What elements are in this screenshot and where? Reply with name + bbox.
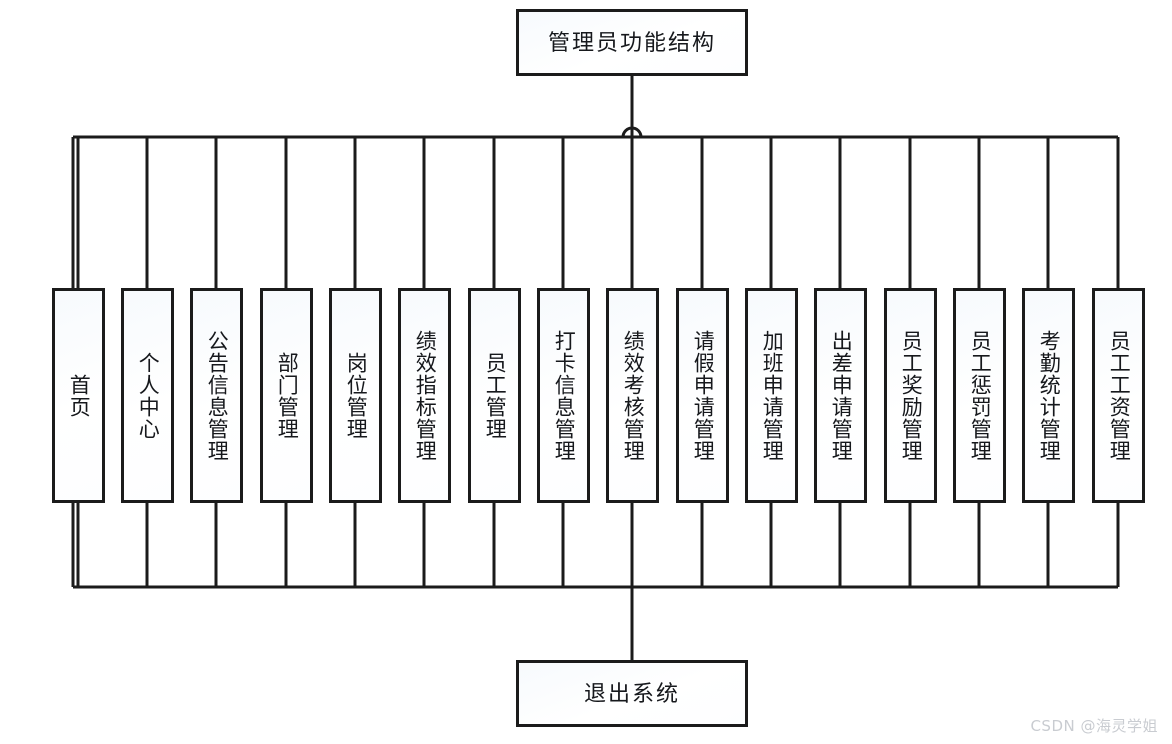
node-leaf-4-label: 岗位管理 bbox=[344, 351, 369, 440]
node-leaf-6-label: 员工管理 bbox=[483, 351, 508, 440]
node-leaf-8-label: 绩效考核管理 bbox=[621, 329, 646, 462]
node-leaf-0[interactable]: 首页 bbox=[52, 288, 105, 503]
node-leaf-14[interactable]: 考勤统计管理 bbox=[1022, 288, 1075, 503]
node-leaf-7-label: 打卡信息管理 bbox=[552, 329, 577, 462]
node-leaf-13[interactable]: 员工惩罚管理 bbox=[953, 288, 1006, 503]
node-leaf-6[interactable]: 员工管理 bbox=[468, 288, 521, 503]
node-leaf-10-label: 加班申请管理 bbox=[760, 329, 785, 462]
node-leaf-1[interactable]: 个人中心 bbox=[121, 288, 174, 503]
node-leaf-9-label: 请假申请管理 bbox=[691, 329, 716, 462]
node-leaf-11-label: 出差申请管理 bbox=[829, 329, 854, 462]
node-leaf-9[interactable]: 请假申请管理 bbox=[676, 288, 729, 503]
node-leaf-5-label: 绩效指标管理 bbox=[413, 329, 438, 462]
node-leaf-0-label: 首页 bbox=[67, 373, 92, 418]
node-leaf-8[interactable]: 绩效考核管理 bbox=[606, 288, 659, 503]
node-leaf-5[interactable]: 绩效指标管理 bbox=[398, 288, 451, 503]
watermark: CSDN @海灵学姐 bbox=[1030, 717, 1158, 735]
node-exit[interactable]: 退出系统 bbox=[516, 660, 748, 727]
node-leaf-1-label: 个人中心 bbox=[136, 351, 161, 440]
line-hop-arc bbox=[621, 126, 643, 138]
node-leaf-2-label: 公告信息管理 bbox=[205, 329, 230, 462]
node-leaf-2[interactable]: 公告信息管理 bbox=[190, 288, 243, 503]
node-leaf-4[interactable]: 岗位管理 bbox=[329, 288, 382, 503]
node-exit-label: 退出系统 bbox=[583, 680, 680, 706]
node-leaf-7[interactable]: 打卡信息管理 bbox=[537, 288, 590, 503]
node-leaf-12[interactable]: 员工奖励管理 bbox=[884, 288, 937, 503]
node-root-label: 管理员功能结构 bbox=[547, 29, 716, 55]
node-leaf-12-label: 员工奖励管理 bbox=[899, 329, 924, 462]
node-leaf-14-label: 考勤统计管理 bbox=[1037, 329, 1062, 462]
node-leaf-3-label: 部门管理 bbox=[275, 351, 300, 440]
node-leaf-13-label: 员工惩罚管理 bbox=[968, 329, 993, 462]
node-root[interactable]: 管理员功能结构 bbox=[516, 9, 748, 76]
node-leaf-3[interactable]: 部门管理 bbox=[260, 288, 313, 503]
node-leaf-15[interactable]: 员工工资管理 bbox=[1092, 288, 1145, 503]
node-leaf-11[interactable]: 出差申请管理 bbox=[814, 288, 867, 503]
node-leaf-10[interactable]: 加班申请管理 bbox=[745, 288, 798, 503]
node-leaf-15-label: 员工工资管理 bbox=[1107, 329, 1132, 462]
